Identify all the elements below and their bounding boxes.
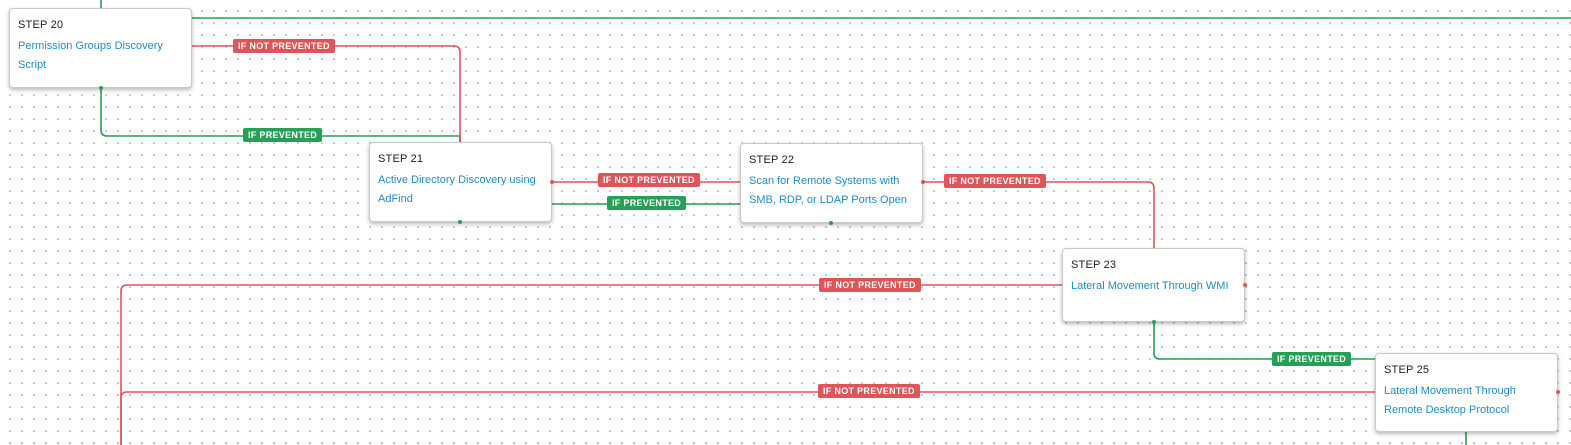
step-21-node[interactable]: STEP 21 Active Directory Discovery using… — [369, 142, 552, 222]
connector-prevented — [100, 88, 461, 142]
connector-handle[interactable] — [829, 221, 833, 225]
step-title-link[interactable]: Lateral Movement Through WMI — [1071, 280, 1229, 292]
edge-label-not-prevented: IF NOT PREVENTED — [598, 173, 700, 187]
edge-label-not-prevented: IF NOT PREVENTED — [819, 278, 921, 292]
step-number: STEP 21 — [378, 153, 424, 165]
edge-label-prevented: IF PREVENTED — [607, 196, 687, 210]
connector-not-prevented — [923, 181, 1155, 248]
step-25-node[interactable]: STEP 25 Lateral Movement Through Remote … — [1375, 353, 1558, 432]
connector-handle[interactable] — [99, 86, 103, 90]
step-number: STEP 23 — [1071, 259, 1117, 271]
connector-handle[interactable] — [550, 180, 554, 184]
edge-label-not-prevented: IF NOT PREVENTED — [944, 174, 1046, 188]
connector-handle[interactable] — [458, 220, 462, 224]
connector-handle[interactable] — [921, 180, 925, 184]
connector-handle[interactable] — [1556, 390, 1560, 394]
step-title-link[interactable]: Lateral Movement Through Remote Desktop … — [1384, 385, 1516, 416]
connector-not-prevented — [192, 45, 461, 142]
connector-not-prevented — [120, 284, 1062, 445]
connector-prevented — [1153, 322, 1375, 360]
edge-label-not-prevented: IF NOT PREVENTED — [818, 384, 920, 398]
step-22-node[interactable]: STEP 22 Scan for Remote Systems with SMB… — [740, 143, 923, 223]
edge-label-not-prevented: IF NOT PREVENTED — [233, 39, 335, 53]
step-number: STEP 20 — [18, 19, 64, 31]
step-title-link[interactable]: Permission Groups Discovery Script — [18, 40, 163, 71]
step-number: STEP 25 — [1384, 364, 1430, 376]
step-title-link[interactable]: Active Directory Discovery using AdFind — [378, 174, 536, 205]
step-title-link[interactable]: Scan for Remote Systems with SMB, RDP, o… — [749, 175, 907, 206]
step-number: STEP 22 — [749, 154, 795, 166]
edge-label-prevented: IF PREVENTED — [1272, 352, 1352, 366]
step-23-node[interactable]: STEP 23 Lateral Movement Through WMI — [1062, 248, 1245, 322]
connector-not-prevented — [120, 391, 1375, 445]
connector-handle[interactable] — [1152, 320, 1156, 324]
step-20-node[interactable]: STEP 20 Permission Groups Discovery Scri… — [9, 8, 192, 88]
edge-label-prevented: IF PREVENTED — [243, 128, 323, 142]
connector-handle[interactable] — [1243, 283, 1247, 287]
